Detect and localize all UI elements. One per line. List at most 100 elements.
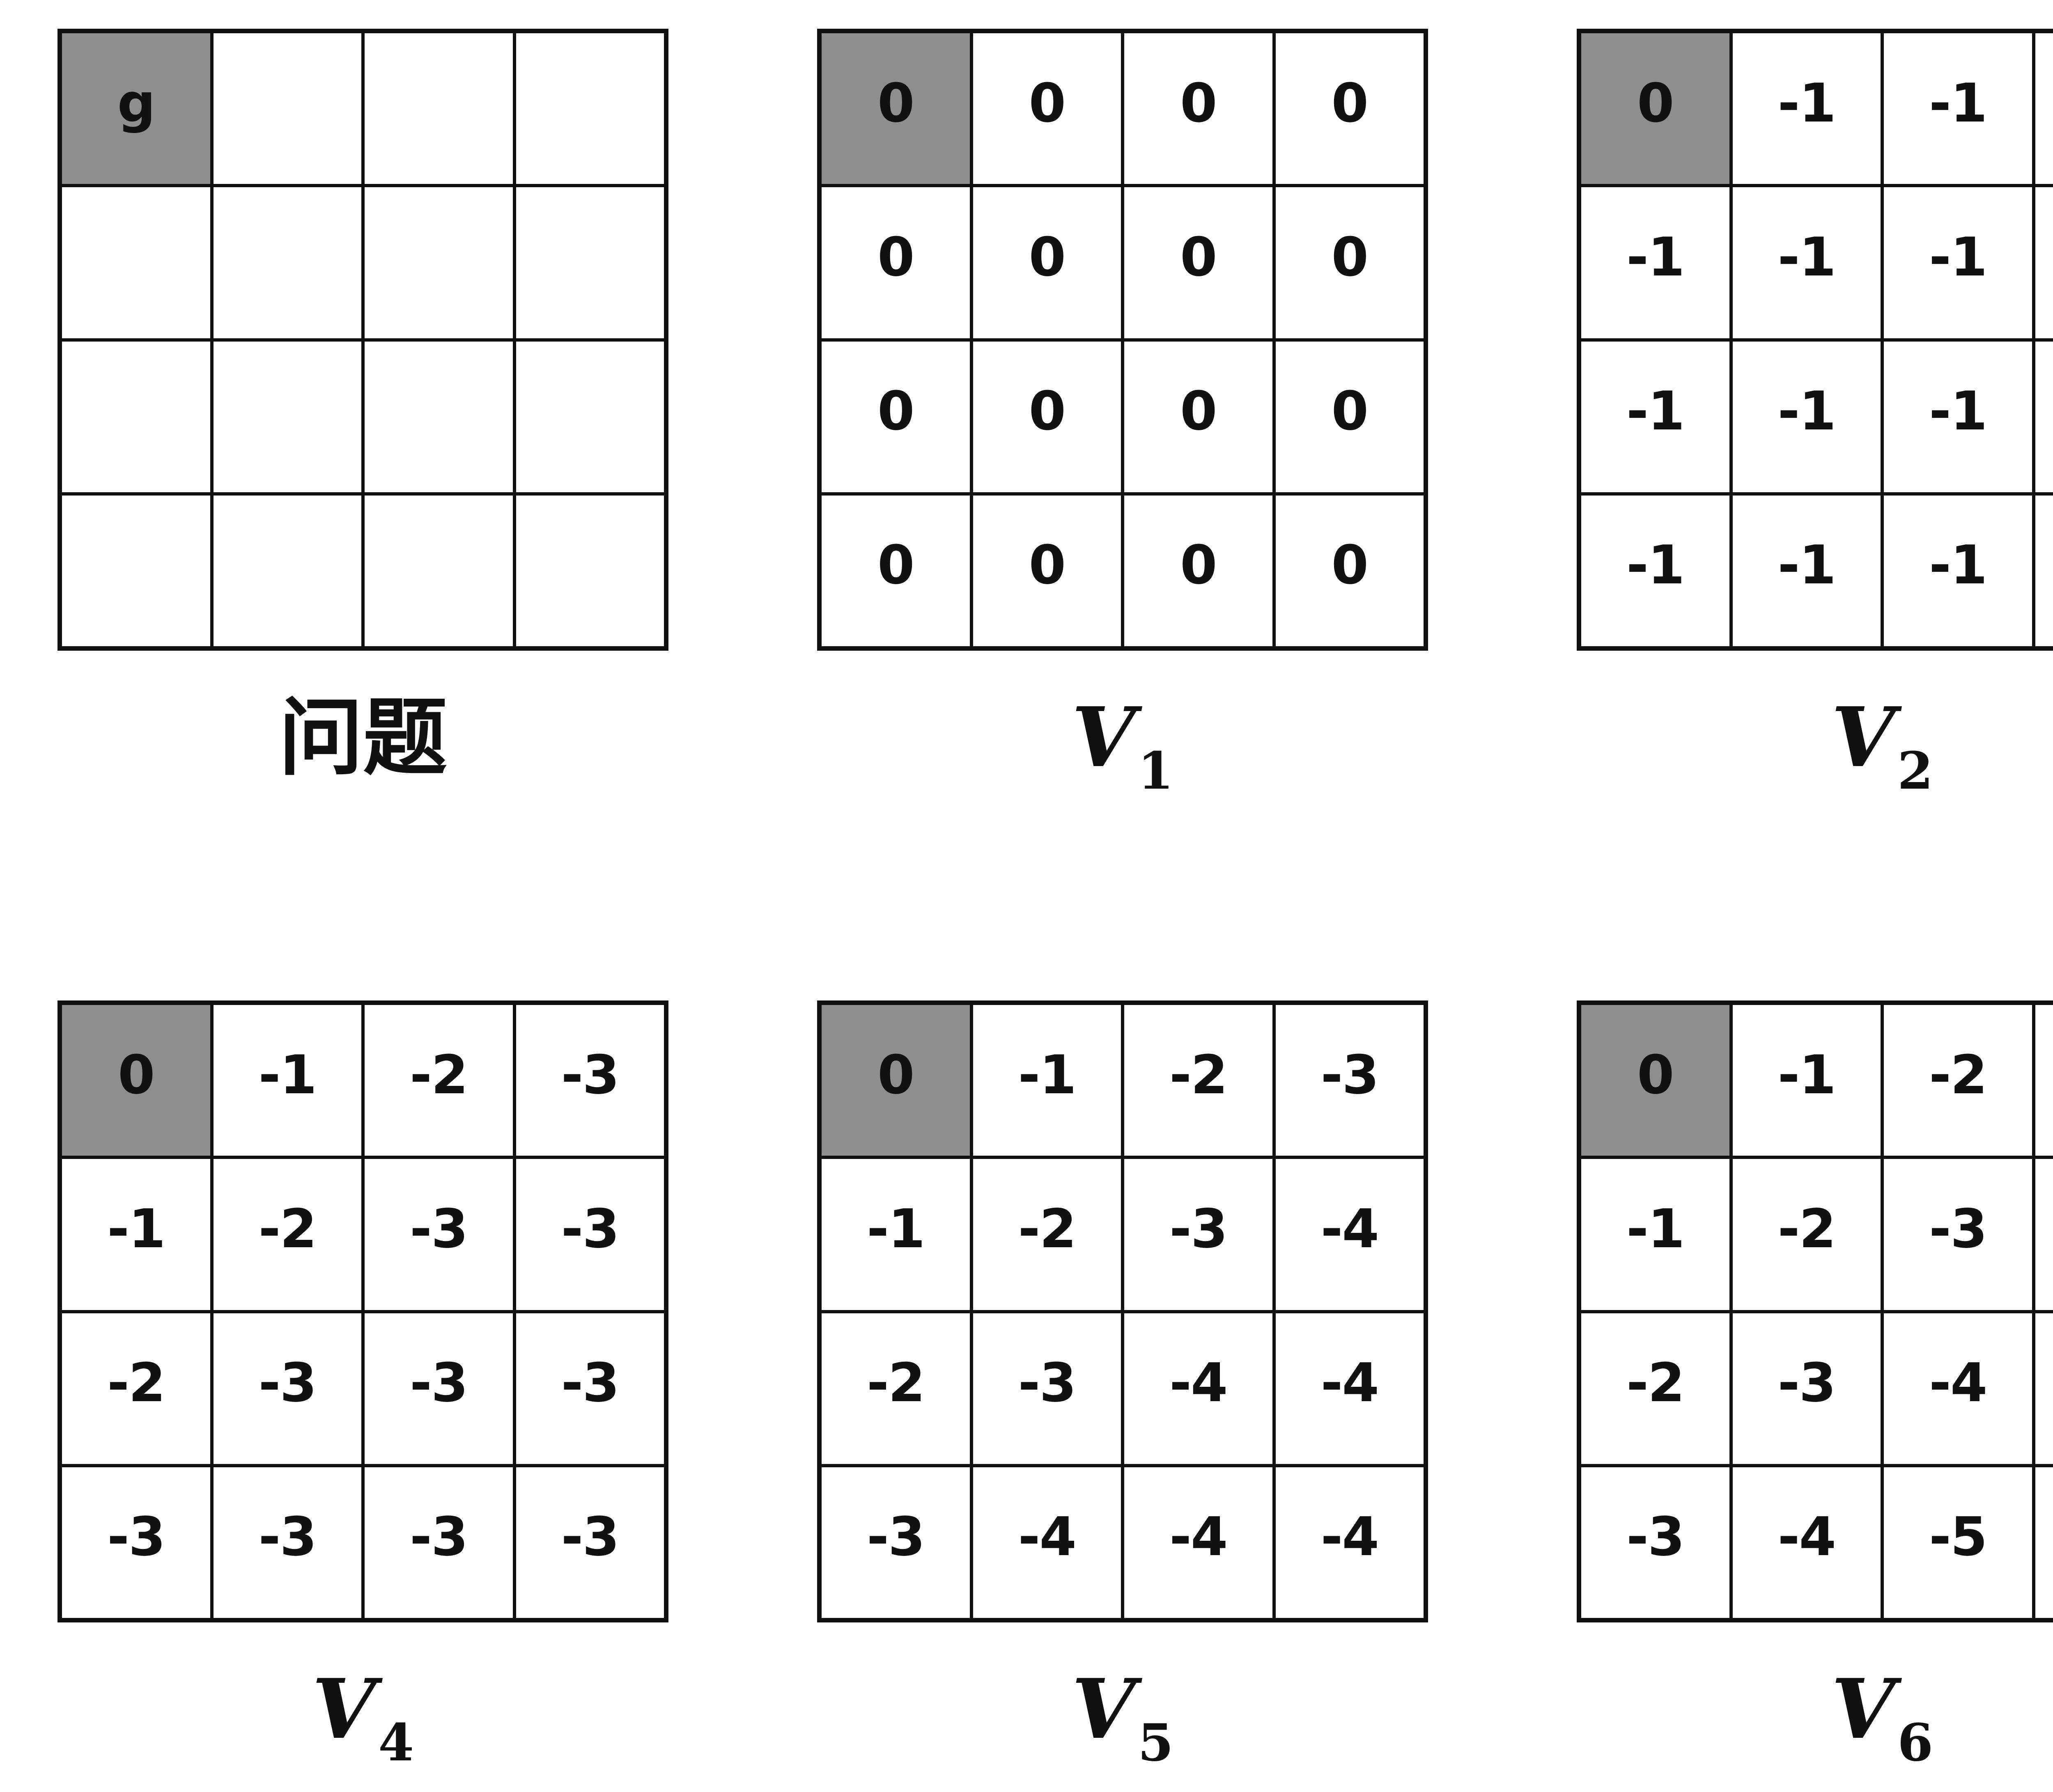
panel-v5: 0-1-2-3-1-2-3-4-2-3-4-4-3-4-4-4 V5 [817,1000,1428,1759]
cell-v4-r0c0-goal: 0 [62,1005,210,1156]
gridworld-v2: 0-1-1-1-1-1-1-1-1-1-1-1-1-1-1-1 [1577,29,2053,651]
cell-v6-r1c1: -2 [1733,1159,1881,1310]
label-problem: 问题 [279,688,447,787]
cell-v5-r1c0: -1 [822,1159,970,1310]
panel-v4: 0-1-2-3-1-2-3-3-2-3-3-3-3-3-3-3 V4 [57,1000,668,1759]
panel-label-text: 问题 [279,688,447,787]
cell-v1-r0c2: 0 [1124,33,1272,184]
panel-label-subscript: 4 [378,1713,414,1773]
cell-v1-r0c1: 0 [973,33,1121,184]
gridworld-v6: 0-1-2-3-1-2-3-4-2-3-4-5-3-4-5-5 [1577,1000,2053,1622]
cell-v2-r3c0: -1 [1581,496,1729,646]
cell-v1-r2c0: 0 [822,342,970,492]
cell-v5-r1c1: -2 [973,1159,1121,1310]
cell-v4-r2c0: -2 [62,1313,210,1464]
cell-v2-r2c2: -1 [1884,342,2032,492]
panel-label-text: V [1831,689,1895,786]
cell-v6-r2c2: -4 [1884,1313,2032,1464]
cell-v6-r2c1: -3 [1733,1313,1881,1464]
panel-label-text: V [1072,1661,1135,1758]
cell-problem-r2c0 [62,342,210,492]
panel-v2: 0-1-1-1-1-1-1-1-1-1-1-1-1-1-1-1 V2 [1577,29,2053,787]
cell-v5-r0c0-goal: 0 [822,1005,970,1156]
cell-v1-r0c0-goal: 0 [822,33,970,184]
label-v6: V6 [1831,1660,1933,1759]
cell-v4-r1c1: -2 [214,1159,362,1310]
cell-v4-r2c2: -3 [365,1313,513,1464]
cell-v2-r1c3: -1 [2035,187,2053,338]
cell-problem-r3c0 [62,496,210,646]
label-v2: V2 [1831,688,1933,787]
cell-v6-r2c3: -5 [2035,1313,2053,1464]
cell-v1-r2c1: 0 [973,342,1121,492]
cell-v5-r3c1: -4 [973,1467,1121,1618]
cell-v6-r1c2: -3 [1884,1159,2032,1310]
cell-v6-r2c0: -2 [1581,1313,1729,1464]
cell-v2-r2c0: -1 [1581,342,1729,492]
cell-v6-r3c0: -3 [1581,1467,1729,1618]
cell-v4-r2c1: -3 [214,1313,362,1464]
cell-problem-r0c1 [214,33,362,184]
cell-v1-r2c2: 0 [1124,342,1272,492]
cell-v4-r0c2: -2 [365,1005,513,1156]
label-v4: V4 [312,1660,414,1759]
cell-v2-r0c0-goal: 0 [1581,33,1729,184]
cell-v5-r1c2: -3 [1124,1159,1272,1310]
cell-v5-r0c1: -1 [973,1005,1121,1156]
gridworld-problem: g [57,29,668,651]
cell-problem-r1c2 [365,187,513,338]
cell-v1-r3c2: 0 [1124,496,1272,646]
cell-v5-r2c1: -3 [973,1313,1121,1464]
gridworld-v5: 0-1-2-3-1-2-3-4-2-3-4-4-3-4-4-4 [817,1000,1428,1622]
cell-v5-r0c2: -2 [1124,1005,1272,1156]
cell-problem-r0c0-goal: g [62,33,210,184]
cell-v1-r1c3: 0 [1276,187,1424,338]
cell-problem-r2c1 [214,342,362,492]
panel-label-text: V [312,1661,376,1758]
cell-v2-r2c1: -1 [1733,342,1881,492]
cell-v6-r0c0-goal: 0 [1581,1005,1729,1156]
cell-v2-r3c1: -1 [1733,496,1881,646]
cell-v5-r3c0: -3 [822,1467,970,1618]
label-v5: V5 [1072,1660,1173,1759]
cell-problem-r1c3 [516,187,664,338]
cell-v4-r1c3: -3 [516,1159,664,1310]
cell-v4-r1c0: -1 [62,1159,210,1310]
cell-v6-r3c1: -4 [1733,1467,1881,1618]
label-v1: V1 [1072,688,1173,787]
cell-v1-r3c0: 0 [822,496,970,646]
cell-v2-r0c3: -1 [2035,33,2053,184]
panel-problem: g 问题 [57,29,668,787]
cell-problem-r1c0 [62,187,210,338]
cell-v5-r1c3: -4 [1276,1159,1424,1310]
cell-v4-r0c3: -3 [516,1005,664,1156]
cell-v1-r2c3: 0 [1276,342,1424,492]
cell-v1-r1c1: 0 [973,187,1121,338]
cell-v6-r0c3: -3 [2035,1005,2053,1156]
cell-v6-r1c0: -1 [1581,1159,1729,1310]
cell-v1-r1c0: 0 [822,187,970,338]
cell-v6-r1c3: -4 [2035,1159,2053,1310]
cell-problem-r2c2 [365,342,513,492]
cell-v4-r2c3: -3 [516,1313,664,1464]
cell-v5-r2c3: -4 [1276,1313,1424,1464]
cell-v6-r3c2: -5 [1884,1467,2032,1618]
cell-v2-r2c3: -1 [2035,342,2053,492]
panel-label-subscript: 2 [1897,741,1933,801]
cell-v6-r0c2: -2 [1884,1005,2032,1156]
cell-v4-r0c1: -1 [214,1005,362,1156]
panel-label-text: V [1072,689,1135,786]
cell-v5-r3c3: -4 [1276,1467,1424,1618]
cell-problem-r3c2 [365,496,513,646]
cell-problem-r0c2 [365,33,513,184]
cell-problem-r3c3 [516,496,664,646]
cell-v6-r3c3: -5 [2035,1467,2053,1618]
cell-v1-r1c2: 0 [1124,187,1272,338]
gridworld-v4: 0-1-2-3-1-2-3-3-2-3-3-3-3-3-3-3 [57,1000,668,1622]
cell-v4-r3c0: -3 [62,1467,210,1618]
cell-problem-r1c1 [214,187,362,338]
cell-v2-r1c0: -1 [1581,187,1729,338]
